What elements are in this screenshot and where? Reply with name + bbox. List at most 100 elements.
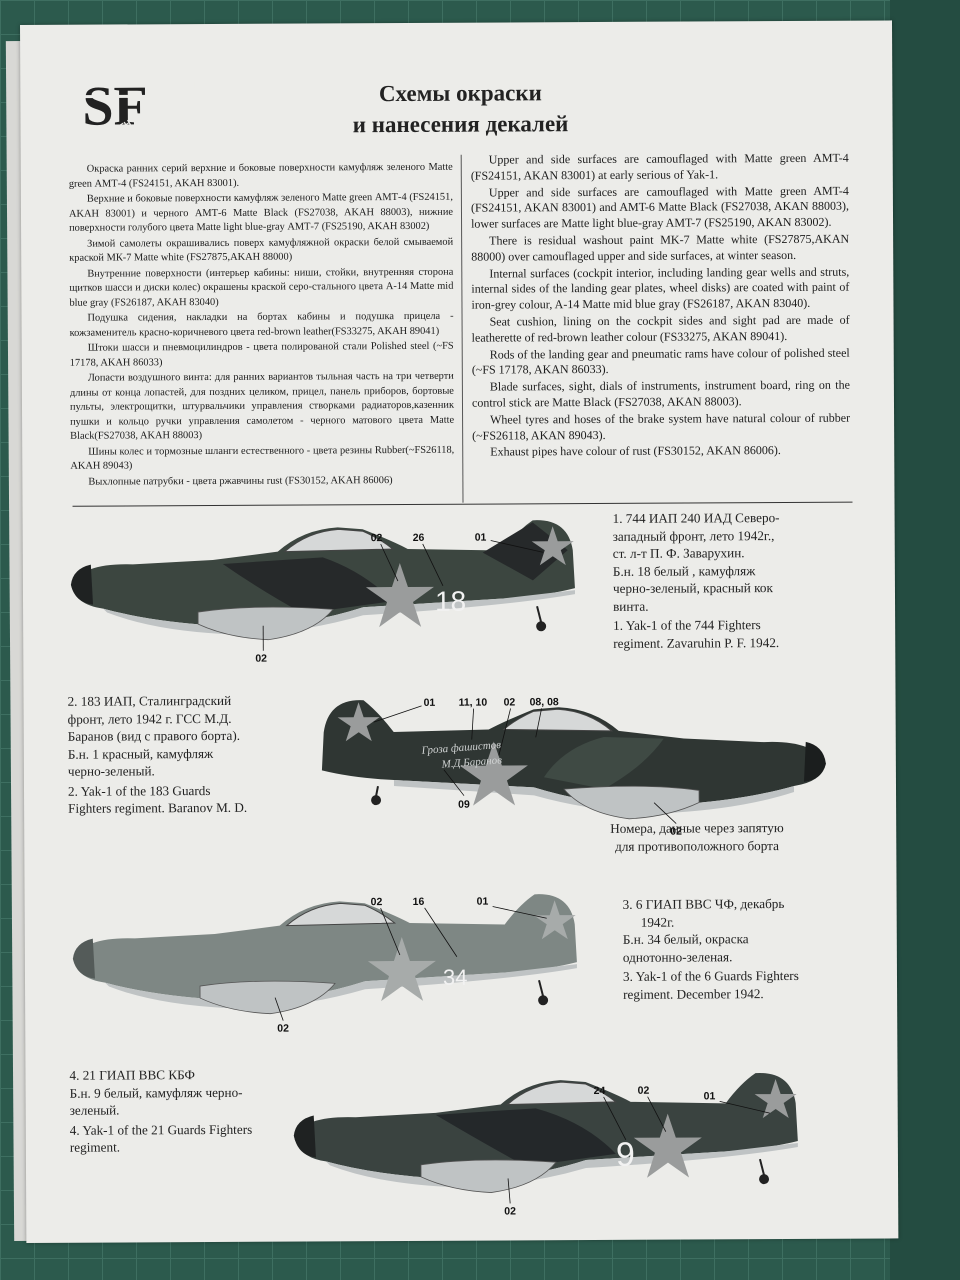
camo-patch — [543, 736, 664, 789]
tail-star-marking — [533, 900, 576, 940]
en-paragraph: Seat cushion, lining on the cockpit side… — [471, 312, 850, 345]
en-paragraph: Blade surfaces, sight, dials of instrume… — [471, 377, 850, 410]
caption-ru-line: ст. л-т П. Ф. Заварухин. — [612, 545, 745, 561]
caption-en-line: 1. Yak-1 of the 744 Fighters — [613, 617, 761, 633]
caption-en-line: 2. Yak-1 of the 183 Guards — [67, 782, 211, 799]
caption-ru-line: Б.н. 34 белый, окраска — [622, 931, 749, 947]
spinner — [70, 564, 94, 605]
caption-en-line: regiment. — [69, 1139, 121, 1155]
ru-paragraph: Зимой самолеты окрашивались поверх камуф… — [69, 236, 454, 264]
logo-letters: SF — [82, 75, 148, 137]
tail-star-marking — [531, 526, 574, 566]
canopy — [283, 528, 395, 553]
tail-wheel — [536, 621, 547, 632]
russian-color-notes: Окраска ранних серий верхние и боковые п… — [69, 161, 455, 491]
en-paragraph: Internal surfaces (cockpit interior, inc… — [471, 264, 850, 312]
caption-ru-line: Б.н. 9 белый, камуфляж черно- — [69, 1084, 243, 1101]
en-paragraph: Rods of the landing gear and pneumatic r… — [471, 345, 850, 377]
ru-paragraph: Штоки шасси и пневмоцилиндров - цвета по… — [69, 340, 454, 369]
tail-star-marking — [754, 1079, 797, 1119]
canopy — [502, 708, 614, 732]
wing — [199, 980, 336, 1015]
caption-en-line: Fighters regiment. Baranov M. D. — [68, 799, 248, 816]
callout-number: 02 — [504, 1205, 516, 1217]
caption-ru-line: Баранов (вид с правого борта). — [67, 727, 241, 744]
ru-paragraph: Шины колес и тормозные шланги естественн… — [70, 444, 455, 472]
spinner — [293, 1115, 316, 1158]
scheme-2-profile: Гроза фашистов М.Д.Баранов 01 11, 10 02 … — [321, 696, 826, 838]
title-line-1: Схемы окраски — [378, 80, 542, 107]
caption-ru-line: Б.н. 18 белый , камуфляж — [612, 562, 756, 579]
tail-star-marking — [337, 702, 380, 742]
en-paragraph: Upper and side surfaces are camouflaged … — [470, 150, 849, 183]
callout-number: 01 — [475, 532, 487, 544]
callout-number: 11, 10 — [459, 697, 488, 709]
caption-ru-line: 2. 183 ИАП, Сталинградский — [67, 692, 232, 709]
scheme-3-profile: 34 02 16 01 02 — [72, 894, 577, 1035]
callout-number: 02 — [371, 532, 383, 544]
wing — [563, 785, 700, 820]
en-paragraph: Wheel tyres and hoses of the brake syste… — [472, 410, 851, 443]
south-front-logo: SF SOUTH FRONT — [74, 66, 195, 147]
caption-ru-line: черно-зеленый, красный кок — [612, 580, 773, 596]
note-line: для противоположного борта — [615, 837, 779, 854]
callout-number: 02 — [670, 826, 682, 838]
canopy — [285, 902, 397, 927]
caption-ru-line: 1. 744 ИАП 240 ИАД Северо- — [612, 510, 780, 526]
tail-number: 18 — [435, 586, 466, 617]
spinner — [72, 938, 95, 979]
caption-ru-line: западный фронт, лето 1942г., — [612, 527, 775, 544]
tail-wheel — [759, 1174, 770, 1185]
fuselage — [72, 894, 577, 1001]
ru-paragraph: Лопасти воздушного винта: для ранних вар… — [69, 370, 455, 442]
ru-paragraph: Окраска ранних серий верхние и боковые п… — [68, 161, 453, 190]
callout-number: 24 — [594, 1085, 606, 1097]
camo-patch — [222, 557, 394, 614]
scheme-1-caption: 1. 744 ИАП 240 ИАД Северо- западный фрон… — [613, 509, 781, 652]
spinner — [803, 741, 826, 782]
caption-en-line: 4. Yak-1 of the 21 Guards Fighters — [69, 1121, 253, 1138]
scheme-4-caption: 4. 21 ГИАП ВВС КБФ Б.н. 9 белый, камуфля… — [69, 1066, 252, 1156]
camo-patch — [482, 522, 568, 581]
caption-ru-line: фронт, лето 1942 г. ГСС М.Д. — [67, 710, 232, 727]
ru-paragraph: Подушка сидения, накладки на бортах каби… — [69, 310, 454, 339]
caption-ru-line: винта. — [613, 598, 649, 614]
callout-number: 02 — [504, 696, 516, 708]
cutting-mat-edge — [890, 0, 960, 1280]
camo-patch — [435, 1108, 616, 1167]
red-star-marking — [633, 1113, 702, 1178]
tail-number: 34 — [443, 965, 468, 990]
ru-paragraph: Внутренние поверхности (интерьер кабины:… — [69, 266, 454, 309]
ru-paragraph: Выхлопные патрубки - цвета ржавчины rust… — [88, 474, 393, 488]
scheme-2-caption: 2. 183 ИАП, Сталинградский фронт, лето 1… — [67, 692, 248, 817]
page-title: Схемы окраски и нанесения декалей — [270, 77, 650, 141]
tail-number: 9 — [616, 1136, 635, 1174]
caption-ru-line: Б.н. 1 красный, камуфляж — [67, 745, 214, 762]
caption-ru-line: черно-зеленый. — [67, 763, 155, 779]
callout-number: 09 — [458, 799, 470, 811]
callout-number: 02 — [371, 896, 383, 908]
en-paragraph: Exhaust pipes have colour of rust (FS301… — [490, 443, 781, 459]
wing — [197, 606, 334, 641]
callout-number: 01 — [704, 1090, 716, 1102]
inscription-line-2: М.Д.Баранов — [440, 754, 502, 771]
callout-number: 02 — [255, 653, 267, 663]
tail-wheel — [538, 995, 549, 1006]
scheme-1-profile: 18 02 26 01 02 — [70, 520, 575, 663]
callout-number: 01 — [424, 697, 436, 709]
caption-ru-line: однотонно-зеленая. — [622, 948, 733, 965]
canopy — [506, 1081, 618, 1105]
callout-number: 02 — [277, 1023, 289, 1035]
note-line: Номера, данные через запятую — [610, 820, 784, 836]
caption-en-line: 3. Yak-1 of the 6 Guards Fighters — [622, 967, 799, 984]
en-paragraph: Upper and side surfaces are camouflaged … — [470, 183, 849, 231]
callout-number: 26 — [413, 532, 425, 544]
scheme-3-caption: 3. 6 ГИАП ВВС ЧФ, декабрь 1942г. Б.н. 34… — [623, 895, 799, 1003]
red-star-marking — [459, 741, 528, 806]
caption-en-line: regiment. December 1942. — [623, 985, 764, 1002]
caption-ru-line: 3. 6 ГИАП ВВС ЧФ, декабрь — [622, 896, 785, 912]
tail-wheel — [371, 795, 382, 806]
callout-number: 16 — [413, 896, 425, 908]
wing — [420, 1159, 557, 1193]
caption-ru-line: 4. 21 ГИАП ВВС КБФ — [69, 1067, 195, 1083]
